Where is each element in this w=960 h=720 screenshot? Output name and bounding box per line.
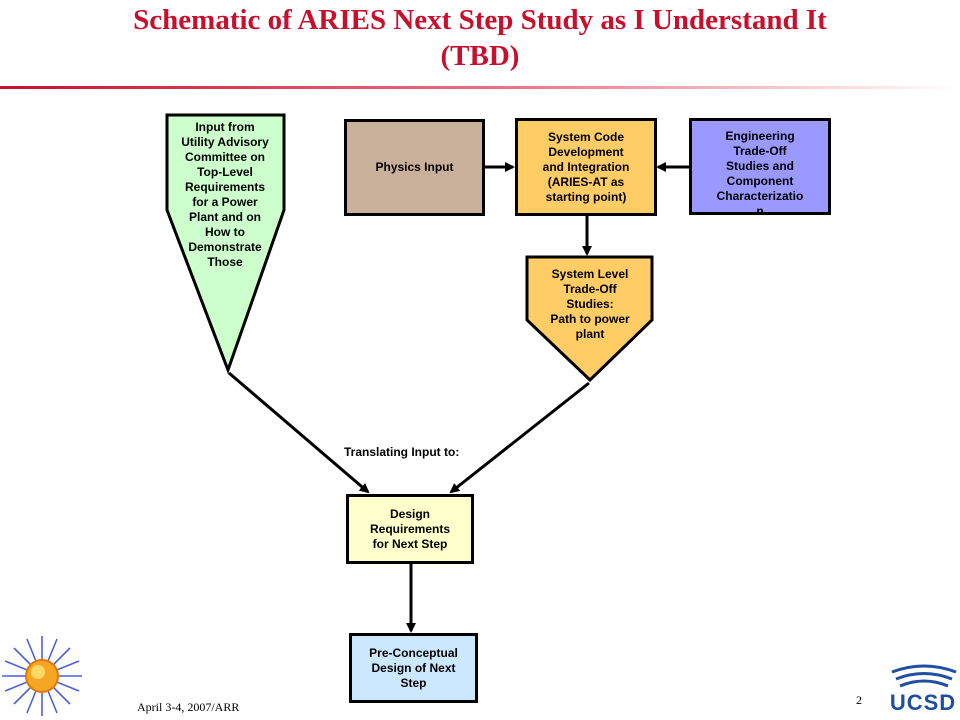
slide-title: Schematic of ARIES Next Step Study as I …	[0, 2, 960, 74]
pre-conceptual-label: Pre-Conceptual Design of Next Step	[369, 645, 458, 690]
design-requirements-box: Design Requirements for Next Step	[346, 494, 474, 564]
system-code-box: System Code Development and Integration …	[515, 118, 657, 216]
footer-date: April 3-4, 2007/ARR	[137, 700, 240, 714]
title-line-2: (TBD)	[440, 40, 520, 72]
physics-input-label: Physics Input	[375, 160, 454, 174]
page-number: 2	[856, 693, 862, 707]
system-level-shape	[525, 255, 654, 383]
utility-input-shape	[165, 113, 286, 375]
physics-input-box: Physics Input	[344, 119, 485, 216]
utility-input-label: Input from Utility Advisory Committee on…	[181, 120, 269, 269]
translating-caption: Translating Input to:	[344, 445, 460, 459]
engineering-box: Engineering Trade-Off Studies and Compon…	[689, 118, 831, 218]
arrow-system-level-to-design	[449, 381, 590, 494]
engineering-label: Engineering Trade-Off Studies and Compon…	[716, 129, 804, 218]
title-rule	[0, 86, 960, 89]
system-code-label: System Code Development and Integration …	[542, 129, 630, 204]
sun-icon	[2, 636, 82, 716]
title-line-1: Schematic of ARIES Next Step Study as I …	[133, 4, 827, 36]
pre-conceptual-box: Pre-Conceptual Design of Next Step	[349, 633, 478, 703]
arrow-utility-to-design	[228, 371, 370, 494]
ucsd-logo-icon	[891, 664, 957, 688]
system-level-label: System Level Trade-Off Studies: Path to …	[550, 267, 630, 341]
design-requirements-label: Design Requirements for Next Step	[369, 506, 451, 551]
ucsd-logo-text: UCSD	[889, 690, 957, 715]
